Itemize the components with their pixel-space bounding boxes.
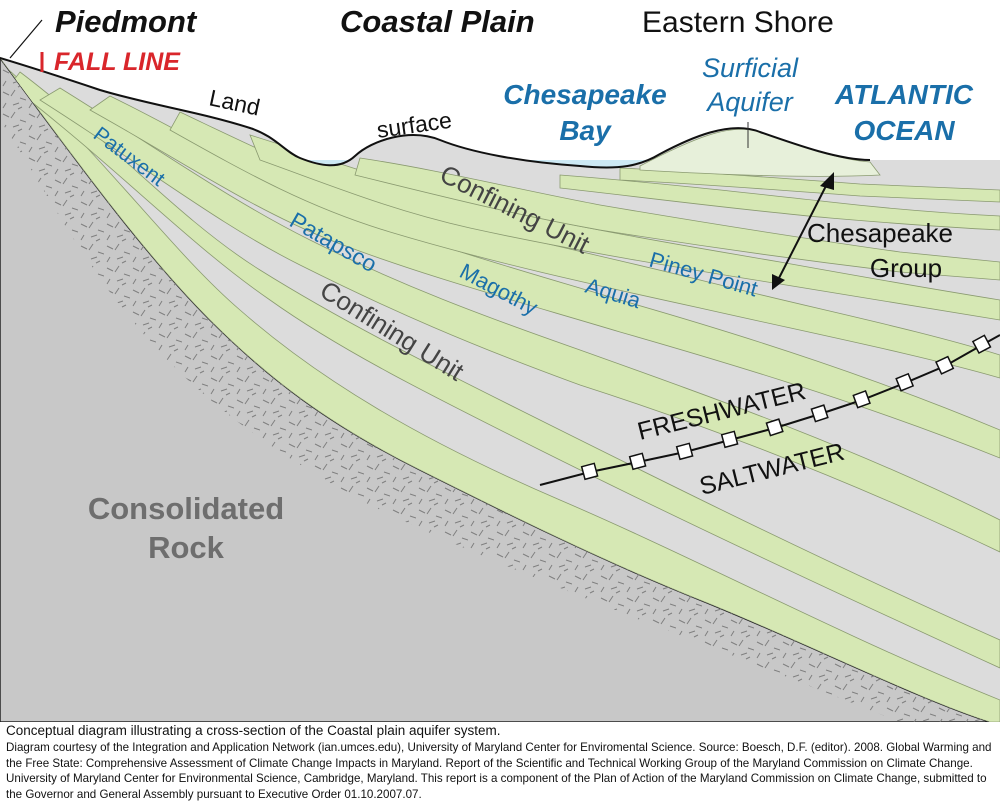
caption-credit: Diagram courtesy of the Integration and …	[6, 741, 992, 801]
chesapeake-group-label-1: Chesapeake	[807, 218, 953, 248]
figure-caption: Conceptual diagram illustrating a cross-…	[6, 722, 996, 802]
coastal-plain-label: Coastal Plain	[340, 4, 535, 39]
surficial-aquifer-label-1: Surficial	[702, 53, 799, 83]
consolidated-rock-label-1: Consolidated	[88, 491, 284, 526]
land-label: Land	[207, 84, 262, 120]
land-surface-line	[0, 57, 871, 169]
interface-markers	[580, 334, 992, 481]
fall-line-label: FALL LINE	[54, 48, 181, 76]
chesapeake-group-arrow	[772, 172, 834, 290]
eastern-shore-label: Eastern Shore	[642, 6, 834, 39]
piney-point-aquifer-band	[354, 157, 1000, 281]
surface-label: surface	[375, 107, 453, 143]
chesapeake-bay-label-2: Bay	[559, 115, 612, 146]
piedmont-label: Piedmont	[55, 4, 198, 39]
surficial-aquifer-label-2: Aquifer	[705, 87, 794, 117]
caption-title: Conceptual diagram illustrating a cross-…	[6, 723, 501, 738]
chesapeake-group-label-2: Group	[870, 253, 942, 283]
chesapeake-bay-label-1: Chesapeake	[503, 79, 666, 110]
consolidated-rock-label-2: Rock	[148, 530, 225, 565]
surficial-aquifer	[639, 128, 881, 177]
aquifer-cross-section: Piedmont FALL LINE Coastal Plain Eastern…	[0, 4, 1000, 722]
patapsco-aquifer-band	[39, 87, 1000, 553]
atlantic-ocean-label-1: ATLANTIC	[834, 79, 974, 110]
atlantic-ocean-label-2: OCEAN	[853, 115, 955, 146]
